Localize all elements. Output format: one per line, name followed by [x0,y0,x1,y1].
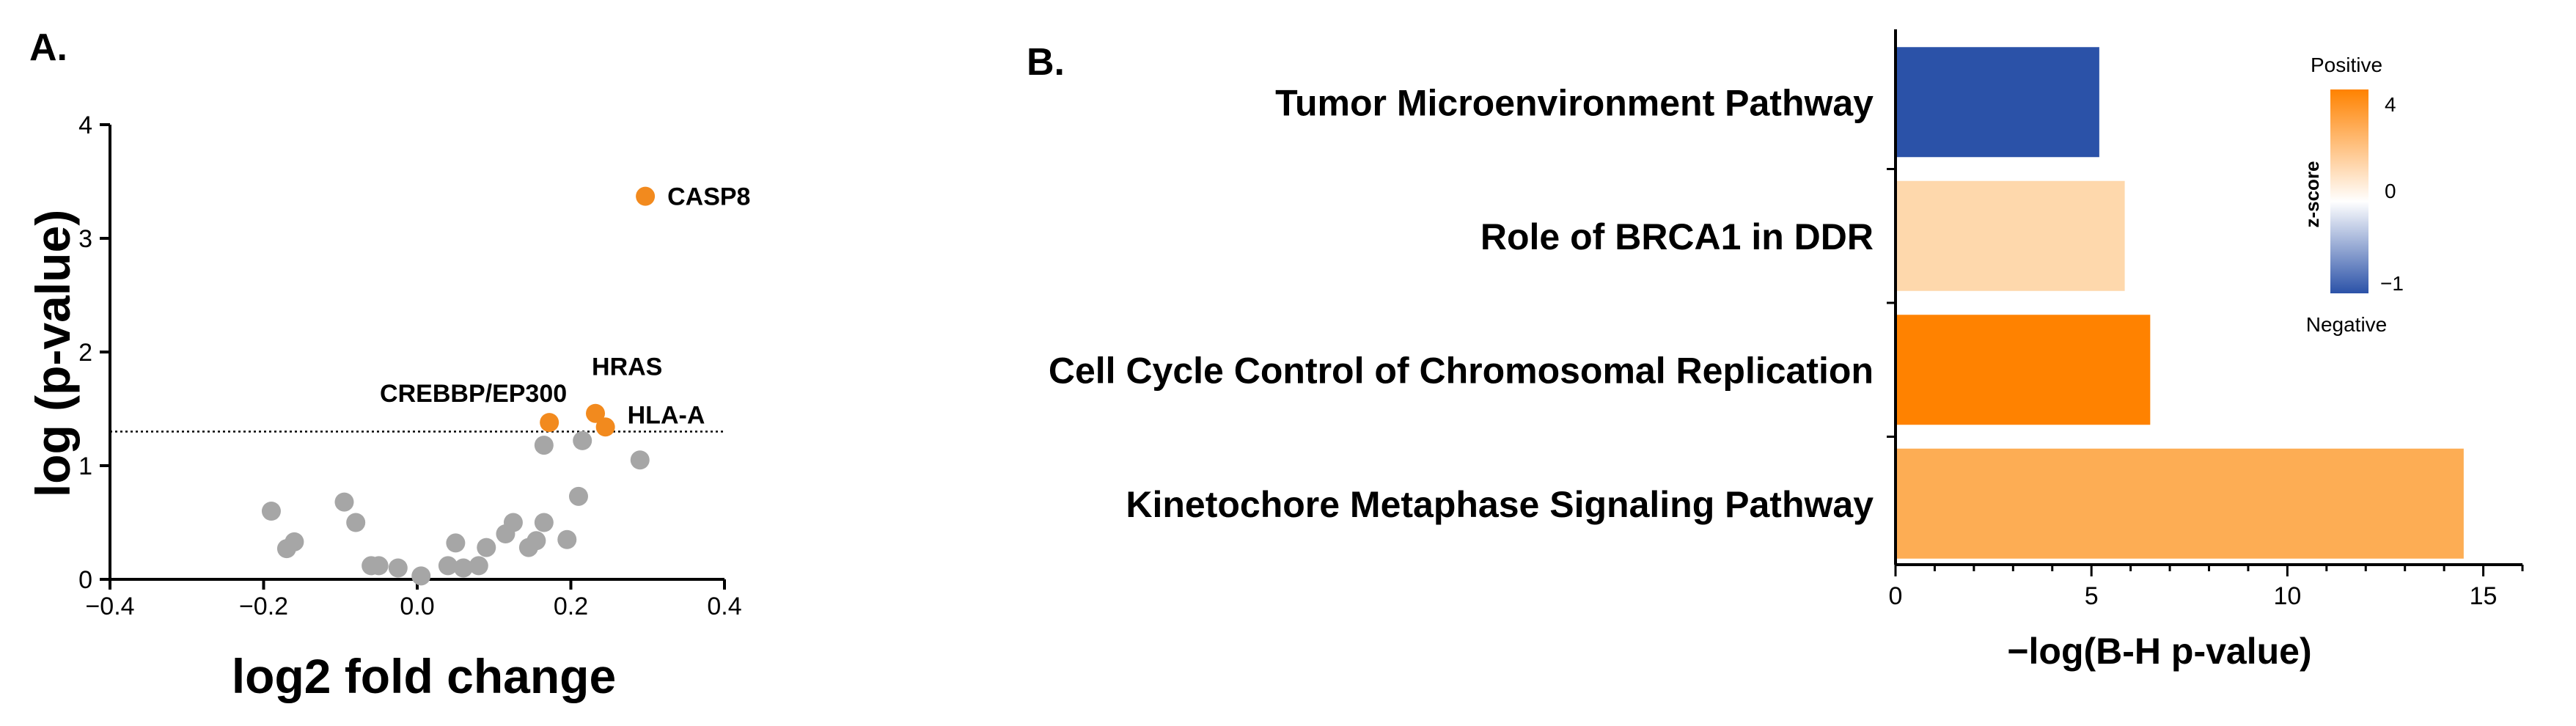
volcano-x-axis-label: log2 fold change [232,649,616,703]
volcano-x-tick-label: −0.4 [85,593,134,620]
pathway-category-label: Role of BRCA1 in DDR [1480,216,1874,257]
volcano-point [526,531,546,551]
volcano-point [369,556,389,576]
volcano-point [534,436,554,455]
pathway-x-tick-label: 15 [2470,582,2498,610]
volcano-point [630,450,650,470]
pathway-bar [1896,315,2151,425]
volcano-point-label: CREBBP/EP300 [380,380,567,408]
pathway-bar-chart: 0 5 10 15 Tumor Microenvironment PathwayRol… [1049,29,2524,672]
zscore-legend-title: z-score [2301,161,2323,227]
volcano-y-tick-label: 0 [78,566,92,594]
volcano-point [477,538,496,557]
panel-a-label: A. [29,26,67,69]
volcano-point [261,502,281,521]
pathway-x-axis-label: −log(B-H p-value) [2007,631,2311,672]
volcano-point [334,492,354,512]
volcano-points [261,186,656,586]
volcano-x-tick-label: 0.2 [554,593,588,620]
volcano-point [568,486,588,506]
volcano-point [446,533,466,553]
volcano-point-label: HLA-A [628,401,705,429]
zscore-legend-positive-label: Positive [2311,54,2382,76]
volcano-x-tick-label: −0.2 [239,593,288,620]
volcano-y-tick-label: 4 [78,111,92,139]
volcano-point [557,529,577,549]
volcano-point [438,556,458,576]
volcano-x-tick-label: 0.0 [400,593,434,620]
pathway-category-label: Kinetochore Metaphase Signaling Pathway [1126,484,1874,525]
panel-b-label: B. [1027,41,1065,84]
volcano-y-tick-label: 1 [78,452,92,480]
volcano-point-significant [586,403,606,423]
zscore-tick-0: 0 [2385,180,2396,202]
volcano-point [388,558,408,578]
pathway-x-tick-label: 10 [2273,582,2301,610]
volcano-point [453,558,473,578]
pathway-bar [1896,47,2099,158]
volcano-point [285,532,304,551]
zscore-tick-4: 4 [2385,93,2396,116]
volcano-y-axis-label: log (p-value) [26,210,80,497]
volcano-point-label: CASP8 [667,183,750,211]
pathway-x-tick-label: 0 [1889,582,1903,610]
zscore-legend-negative-label: Negative [2306,313,2388,336]
pathway-axes: 0 5 10 15 [1887,29,2524,610]
volcano-point-significant [595,417,615,437]
pathway-category-label: Cell Cycle Control of Chromosomal Replic… [1049,350,1874,391]
volcano-point [534,513,554,532]
zscore-colorbar [2330,89,2368,293]
pathway-bars [1896,47,2464,559]
zscore-legend: Positive z-score 4 0 −1 Negative [2288,44,2404,352]
volcano-y-tick-label: 3 [78,225,92,253]
pathway-category-label: Tumor Microenvironment Pathway [1275,82,1874,123]
volcano-point [346,513,366,532]
zscore-tick-neg1: −1 [2380,272,2404,295]
volcano-point [503,513,523,532]
volcano-point-significant [540,413,559,433]
pathway-bar [1896,448,2464,559]
pathway-x-tick-label: 5 [2085,582,2099,610]
volcano-y-tick-label: 2 [78,339,92,367]
volcano-point [469,556,488,576]
volcano-point [411,566,431,586]
volcano-point-label: HRAS [592,353,662,381]
volcano-point-significant [636,186,656,206]
pathway-bar [1896,180,2125,291]
volcano-x-tick-label: 0.4 [707,593,741,620]
volcano-point [573,430,592,450]
volcano-axes: −0.4 −0.2 0.0 0.2 0.4 0 1 2 3 4 [78,111,742,620]
volcano-plot: −0.4 −0.2 0.0 0.2 0.4 0 1 2 3 4 CASP8CREBBP/EP300… [26,111,750,703]
